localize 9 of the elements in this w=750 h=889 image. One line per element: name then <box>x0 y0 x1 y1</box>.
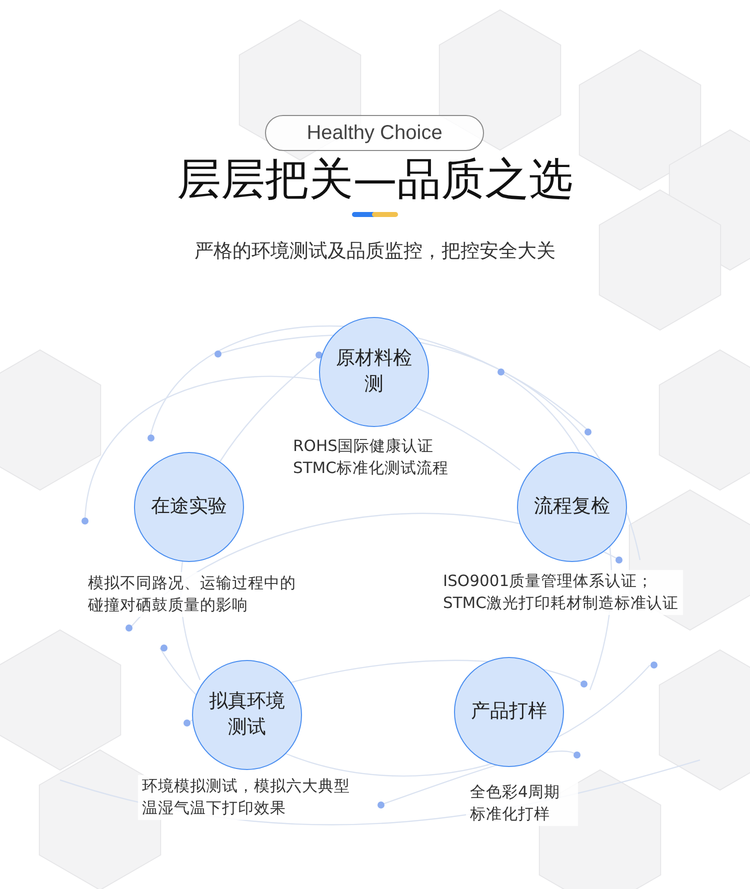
step-name: 拟真环境测试 <box>208 689 286 740</box>
step-name: 流程复检 <box>534 494 610 520</box>
subtitle: 严格的环境测试及品质监控，把控安全大关 <box>194 239 556 264</box>
title: 层层把关—品质之选 <box>176 153 574 207</box>
step-name: 原材料检测 <box>335 346 413 397</box>
step-name: 产品打样 <box>471 699 547 724</box>
step-description: 全色彩4周期标准化打样 <box>466 781 578 826</box>
step-name: 在途实验 <box>151 494 227 520</box>
tag-pill: Healthy Choice <box>265 115 484 151</box>
